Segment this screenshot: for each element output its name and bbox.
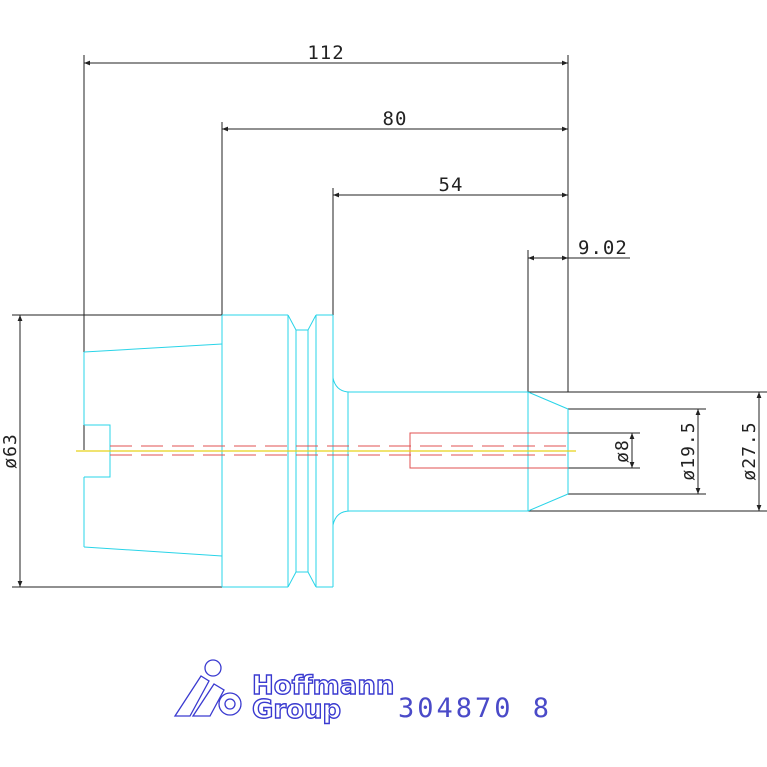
dim-length-54: 54 [439, 174, 464, 196]
dim-total-length: 112 [307, 42, 344, 64]
dim-offset: 9.02 [578, 237, 628, 259]
dim-diameter-63: ø63 [0, 433, 21, 469]
dim-diameter-19-5: ø19.5 [678, 421, 699, 480]
dim-length-80: 80 [383, 108, 408, 130]
part-number: 304870 8 [398, 693, 552, 724]
hoffmann-group-logo: Hoffmann Group [173, 659, 395, 726]
dimension-lines [12, 55, 767, 588]
logo-figure-icon [173, 659, 242, 717]
logo-text-hoffmann: Hoffmann [252, 671, 394, 701]
dim-diameter-27-5: ø27.5 [739, 421, 760, 480]
logo-text-group: Group [252, 695, 341, 725]
dim-diameter-8: ø8 [612, 439, 633, 463]
